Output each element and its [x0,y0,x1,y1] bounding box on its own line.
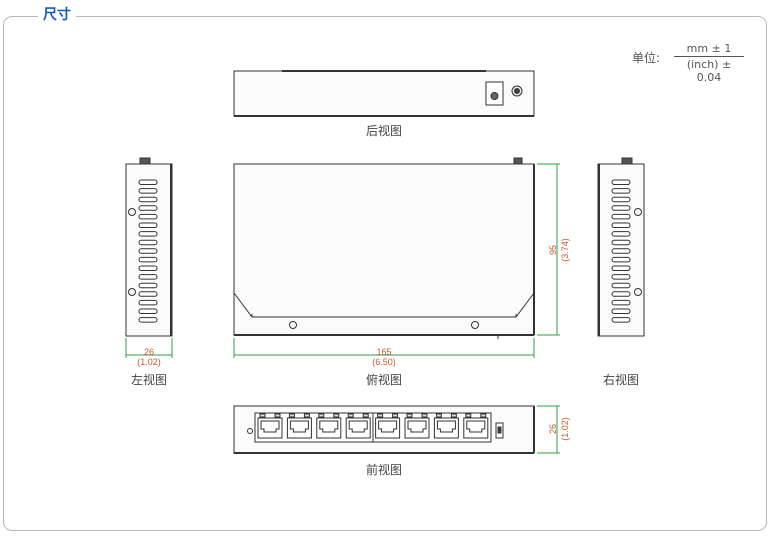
vent-slot [138,317,158,323]
vent-slot [611,231,631,237]
vent-slot [138,282,158,289]
section-frame [3,16,767,531]
vent-slot [138,256,158,263]
height-mm: 26 [144,347,154,357]
screw-icon [634,208,642,216]
vent-slot [611,299,631,306]
vent-slot [611,188,631,194]
ethernet-port-icon [375,413,401,439]
vent-slot [138,231,158,237]
left-view [125,157,173,337]
ethernet-port-icon [433,413,459,439]
vent-slot [138,274,158,280]
vent-slot [138,196,158,203]
front-height-in: (1.02) [560,417,570,441]
vent-slots [611,179,631,323]
vent-slot [611,179,631,185]
right-view-label: 右视图 [602,373,639,387]
vent-slot [138,213,158,220]
screw-icon [471,321,479,329]
unit-fraction: mm ± 1 (inch) ± 0.04 [674,42,744,84]
vent-slot [611,265,631,271]
depth-mm: 95 [548,245,558,255]
dimension-lines [125,163,560,454]
ethernet-port-icon [257,413,283,439]
vent-slot [138,308,158,314]
rear-view-label: 后视图 [365,124,402,138]
vent-slot [611,291,631,297]
top-view-label: 俯视图 [365,373,402,387]
right-view [597,157,645,337]
width-mm: 165 [376,347,391,357]
vent-slot [138,222,158,228]
vent-slot [611,222,631,228]
vent-slot [611,196,631,203]
front-height-mm: 26 [548,424,558,434]
ethernet-ports [257,413,489,439]
vent-slots [138,179,158,323]
power-led-icon [247,428,253,434]
ethernet-port-icon [345,413,371,439]
vent-slot [138,265,158,271]
front-view [233,405,535,454]
vent-slot [611,274,631,280]
screw-icon [128,288,136,296]
width-in: (6.50) [372,357,396,367]
vent-slot [611,213,631,220]
screw-icon [289,321,297,329]
left-view-label: 左视图 [130,373,167,387]
screw-icon [634,288,642,296]
vent-slot [611,308,631,314]
unit-label: 单位: [632,51,661,65]
vent-slot [138,179,158,185]
unit-denominator: (inch) ± 0.04 [686,58,732,84]
vent-slot [138,188,158,194]
section-title: 尺寸 [38,6,76,24]
vent-slot [611,256,631,263]
vent-slot [138,205,158,211]
ethernet-port-icon [463,413,489,439]
rear-view [233,70,535,117]
vent-slot [138,248,158,254]
unit-numerator: mm ± 1 [674,42,744,57]
vent-slot [611,205,631,211]
screw-icon [128,208,136,216]
vent-slot [611,282,631,289]
ethernet-port-icon [316,413,342,439]
vent-slot [138,299,158,306]
vent-slot [611,317,631,323]
ethernet-port-icon [286,413,312,439]
vent-slot [138,239,158,246]
depth-in: (3.74) [560,238,570,262]
ethernet-port-icon [404,413,430,439]
vent-slot [138,291,158,297]
vent-slot [611,239,631,246]
vent-slot [611,248,631,254]
front-view-label: 前视图 [365,463,402,477]
height-in: (1.02) [137,357,161,367]
top-view [233,157,535,339]
